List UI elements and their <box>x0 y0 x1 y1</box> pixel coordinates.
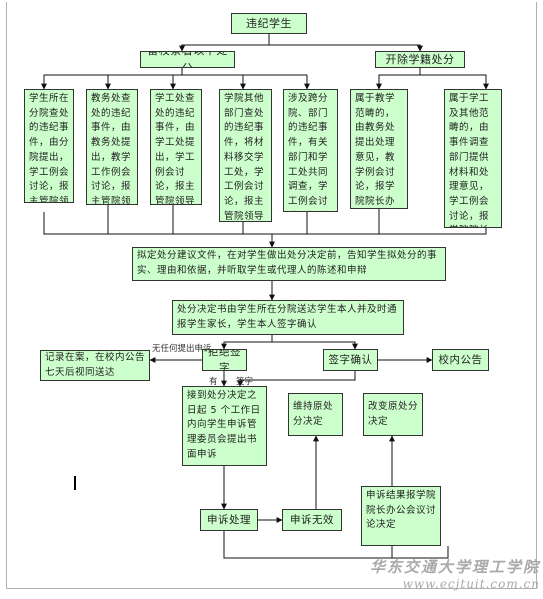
node-student-affairs-case: 学工处查处的违纪事件，由学工处提出，学工例会讨论，报主管院领导审批 <box>150 89 202 205</box>
edge-deliver-to-confirm <box>272 341 358 350</box>
node-refuse-sign: 拒绝签字 <box>202 349 247 371</box>
page-frame-left <box>6 2 7 588</box>
node-draft-decision: 拟定处分建议文件，在对学生做出处分决定前，告知学生拟处分的事实、理由和依据，并听… <box>132 247 446 281</box>
edge-process-to-report <box>223 531 449 559</box>
node-cross-dept-case: 涉及跨分院、部门的违纪事件，有关部门和学工处共同调查，学工例会讨论，报主管院领导… <box>283 89 338 212</box>
label-has-appeal: 有 <box>209 377 218 387</box>
node-change-original: 改变原处分决定 <box>363 393 423 436</box>
page-frame-right <box>536 2 537 588</box>
watermark: 华东交通大学理工学院 www.ecjtuit.com.cn <box>300 556 540 596</box>
node-deliver-decision: 处分决定书由学生所在分院送达学生本人并及时通报学生家长，学生本人签字确认 <box>172 300 404 335</box>
text-cursor <box>74 476 76 490</box>
watermark-url: www.ecjtuit.com.cn <box>402 577 540 591</box>
node-college-case: 学生所在分院查处的违纪事件，由分院提出，学工例会讨论，报主管院领导审批 <box>24 89 74 203</box>
edge-top-to-expel <box>269 44 423 52</box>
edge-expel-bus <box>376 67 421 90</box>
node-below-probation: 留校察看以下处分 <box>140 51 235 68</box>
watermark-name: 华东交通大学理工学院 <box>369 558 540 576</box>
node-campus-notice: 校内公告 <box>432 349 489 371</box>
node-appeal-process: 申诉处理 <box>200 509 258 531</box>
node-violating-student: 违纪学生 <box>231 13 307 34</box>
label-no-appeal: 无任何提出申诉 <box>152 344 212 354</box>
node-keep-original: 维持原处分决定 <box>288 393 343 436</box>
edge-keep-bus <box>41 67 183 90</box>
node-sign-confirm: 签字确认 <box>323 349 378 371</box>
node-academic-affairs-case: 教务处查处的违纪事件，由教务处提出，教学工作例会讨论，报主管院领导审批 <box>86 89 138 205</box>
node-expel-academic: 属于教学范畴的，由教务处提出处理意见，教学例会讨论，报学院院长办公会议审批 <box>350 89 408 209</box>
edge-collect <box>43 212 487 235</box>
node-expel-other: 属于学工及其他范畴的，由事件调查部门提供材料和处理意见，学工例会讨论，报学院院长… <box>444 89 502 228</box>
node-expulsion: 开除学籍处分 <box>375 51 465 68</box>
node-other-dept-case: 学院其他部门查处的违纪事件，将材料移交学工处，学工例会讨论，报主管院领导审批 <box>219 89 272 222</box>
node-record-notice: 记录在案，在校内公告七天后视同送达 <box>40 350 150 381</box>
edge-deliver-to-refuse <box>221 335 273 350</box>
page-frame-bottom <box>6 588 537 589</box>
edge-expel-to-c7 <box>420 74 489 90</box>
edge-confirm-to-deadline <box>237 371 356 387</box>
label-signed: 签字 <box>236 377 254 387</box>
node-appeal-deadline: 接到处分决定之日起 5 个工作日内向学生申诉管理委员会提出书面申诉 <box>182 386 267 466</box>
edge-top-to-branches <box>179 34 270 52</box>
node-report-office: 申诉结果报学院院长办公会议讨论决定 <box>361 486 441 546</box>
node-appeal-invalid: 申诉无效 <box>282 509 342 531</box>
